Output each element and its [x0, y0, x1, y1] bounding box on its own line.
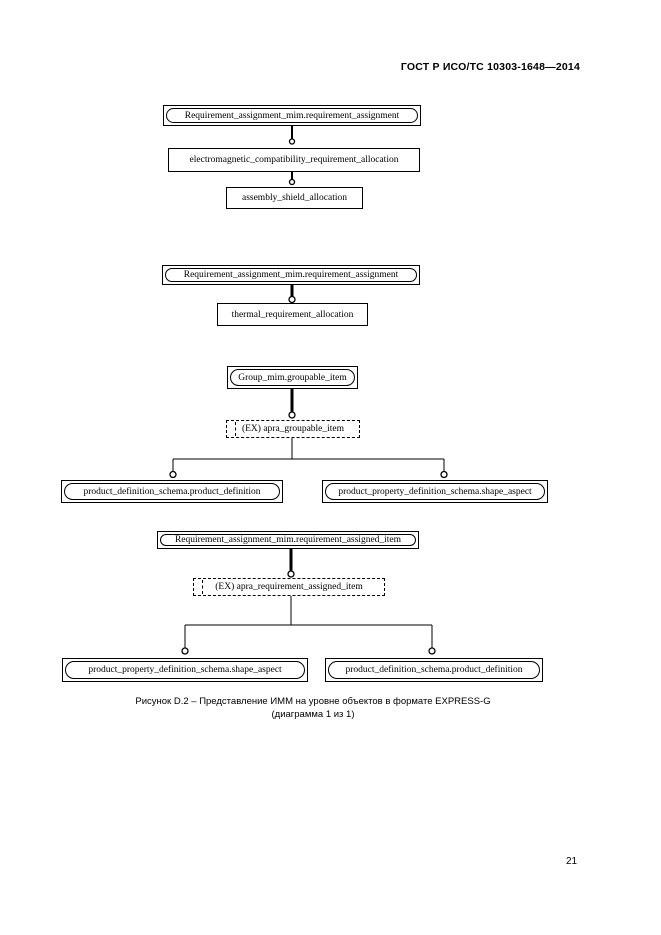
entity-ref-box-product-definition-2: product_definition_schema.product_defini…	[325, 658, 543, 682]
entity-label: assembly_shield_allocation	[241, 193, 347, 203]
document-header-title: ГОСТ Р ИСО/ТС 10303-1648—2014	[400, 61, 580, 73]
select-divider	[235, 422, 236, 436]
figure-caption-line2: (диаграмма 1 из 1)	[271, 709, 355, 720]
circle-terminator-icon	[181, 647, 189, 655]
circle-terminator-icon	[288, 138, 296, 145]
circle-terminator-icon	[288, 178, 296, 186]
entity-ref-box-requirement-assigned-item: Requirement_assignment_mim.requirement_a…	[157, 531, 419, 549]
entity-label: Group_mim.groupable_item	[238, 372, 347, 383]
entity-ref-inner: Group_mim.groupable_item	[230, 369, 355, 386]
entity-label: Requirement_assignment_mim.requirement_a…	[183, 270, 399, 280]
entity-label: product_definition_schema.product_defini…	[345, 665, 523, 675]
entity-label: thermal_requirement_allocation	[231, 309, 354, 320]
entity-ref-inner: Requirement_assignment_mim.requirement_a…	[166, 108, 418, 123]
entity-label: Requirement_assignment_mim.requirement_a…	[184, 110, 400, 121]
entity-ref-inner: product_definition_schema.product_defini…	[64, 483, 280, 500]
entity-box-electromagnetic-compatibility: electromagnetic_compatibility_requiremen…	[168, 148, 420, 172]
circle-terminator-icon	[288, 411, 296, 419]
entity-ref-inner: product_property_definition_schema.shape…	[325, 483, 545, 500]
entity-ref-box-requirement-assignment-2: Requirement_assignment_mim.requirement_a…	[162, 265, 420, 285]
entity-box-thermal-requirement-allocation: thermal_requirement_allocation	[217, 303, 368, 326]
select-type-box-apra-groupable-item: (EX) apra_groupable_item	[226, 420, 360, 438]
entity-label: (EX) apra_requirement_assigned_item	[215, 582, 363, 592]
entity-ref-box-requirement-assignment-1: Requirement_assignment_mim.requirement_a…	[163, 105, 421, 126]
figure-caption-line1: Рисунок D.2 – Представление ИММ на уровн…	[135, 696, 491, 707]
entity-box-assembly-shield-allocation: assembly_shield_allocation	[226, 187, 363, 209]
entity-ref-box-group-mim-groupable-item: Group_mim.groupable_item	[227, 366, 358, 389]
circle-terminator-icon	[288, 295, 296, 304]
entity-label: product_property_definition_schema.shape…	[88, 665, 282, 675]
circle-terminator-icon	[287, 570, 295, 578]
circle-terminator-icon	[440, 470, 448, 479]
circle-terminator-icon	[428, 647, 436, 655]
entity-label: Requirement_assignment_mim.requirement_a…	[174, 535, 402, 545]
figure-caption: Рисунок D.2 – Представление ИММ на уровн…	[63, 695, 563, 721]
entity-ref-inner: Requirement_assignment_mim.requirement_a…	[160, 534, 416, 546]
select-type-box-apra-requirement-assigned-item: (EX) apra_requirement_assigned_item	[193, 578, 385, 596]
entity-label: product_definition_schema.product_defini…	[83, 486, 261, 497]
entity-ref-box-product-definition-1: product_definition_schema.product_defini…	[61, 480, 283, 503]
entity-ref-inner: product_property_definition_schema.shape…	[65, 661, 305, 679]
entity-ref-inner: Requirement_assignment_mim.requirement_a…	[165, 268, 417, 282]
entity-ref-inner: product_definition_schema.product_defini…	[328, 661, 540, 679]
select-divider	[202, 580, 203, 594]
entity-label: product_property_definition_schema.shape…	[338, 486, 532, 497]
entity-ref-box-shape-aspect-1: product_property_definition_schema.shape…	[322, 480, 548, 503]
circle-terminator-icon	[169, 470, 177, 479]
entity-ref-box-shape-aspect-2: product_property_definition_schema.shape…	[62, 658, 308, 682]
entity-label: electromagnetic_compatibility_requiremen…	[189, 155, 399, 165]
entity-label: (EX) apra_groupable_item	[241, 424, 345, 434]
page-number: 21	[566, 856, 578, 867]
